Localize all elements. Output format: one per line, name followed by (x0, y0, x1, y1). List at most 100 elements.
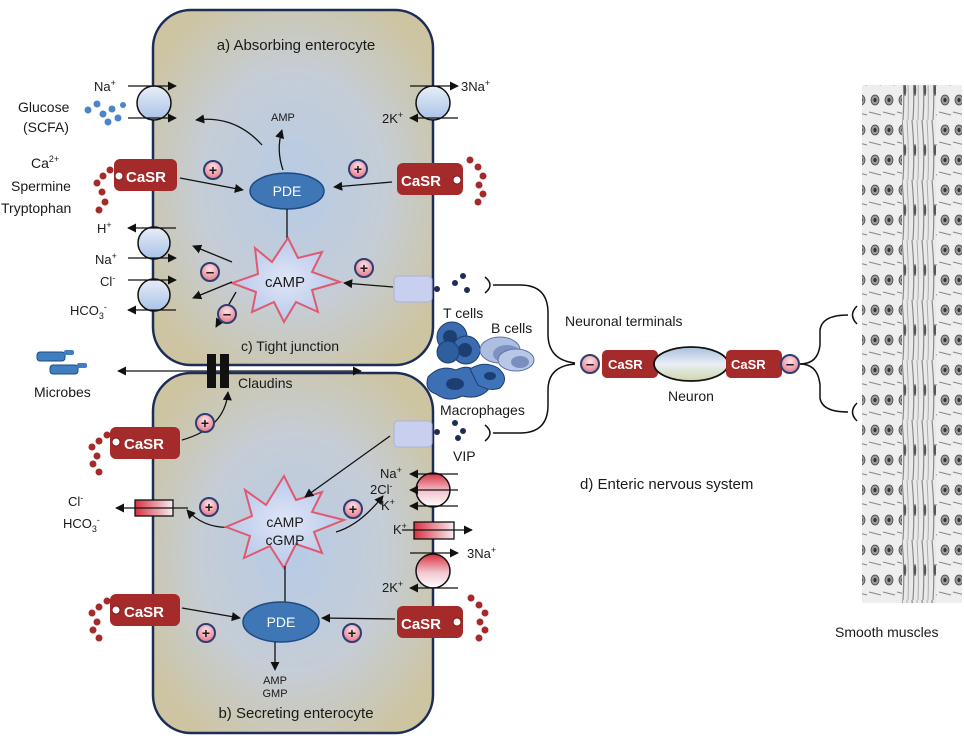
svg-text:Ca2+: Ca2+ (31, 154, 59, 171)
secreting-enterocyte (151, 371, 435, 735)
activation-sign-b1: + (195, 413, 215, 433)
na-k-pump-b (415, 553, 451, 589)
casr-neuron-right: CaSR (726, 350, 782, 378)
svg-text:+: + (348, 625, 356, 641)
svg-text:–: – (223, 306, 231, 323)
casr-receptor-b-left-bottom: CaSR (110, 594, 180, 626)
svg-text:cAMP: cAMP (265, 274, 305, 291)
scfa-label: (SCFA) (23, 119, 69, 135)
inhibition-sign-n2: – (780, 354, 800, 374)
svg-text:+: + (205, 499, 213, 515)
activation-sign-b3: + (343, 499, 363, 519)
vip-receptor-b (393, 420, 433, 448)
camp-cgmp-star-b (223, 473, 348, 571)
activation-sign-b4: + (196, 623, 216, 643)
svg-text:H+: H+ (97, 220, 112, 236)
claudins-label: Claudins (238, 375, 292, 391)
b-cells-label: B cells (491, 320, 532, 336)
activation-sign-a1: + (203, 160, 223, 180)
macrophages-label: Macrophages (440, 402, 525, 418)
inhibition-sign-n1: – (580, 354, 600, 374)
spermine-label: Spermine (11, 178, 71, 194)
absorbing-title: a) Absorbing enterocyte (217, 37, 375, 54)
ligand-dots-a-right (466, 156, 487, 206)
ligand-dots-a-left (93, 166, 114, 214)
b-cells-icon (479, 336, 535, 372)
activation-sign-a3: + (354, 258, 374, 278)
svg-text:+: + (360, 260, 368, 276)
svg-text:PDE: PDE (267, 614, 296, 630)
tight-junction-label: c) Tight junction (241, 338, 339, 354)
svg-text:2Cl-: 2Cl- (370, 481, 393, 497)
casr-receptor-a-left: CaSR (114, 159, 177, 191)
inhibition-sign-a2: – (217, 304, 237, 324)
svg-text:+: + (209, 162, 217, 178)
svg-text:–: – (586, 356, 594, 373)
svg-text:HCO3-: HCO3- (70, 302, 107, 321)
svg-text:CaSR: CaSR (126, 169, 166, 186)
ligand-dots-b-left-bottom (88, 597, 111, 642)
inhibition-sign-a1: – (200, 262, 220, 282)
vip-label: VIP (453, 448, 476, 464)
casr-receptor-a-right: CaSR (397, 163, 463, 195)
svg-text:–: – (786, 356, 794, 373)
svg-text:cGMP: cGMP (266, 532, 305, 548)
vip-dots-b (434, 420, 466, 441)
svg-text:CaSR: CaSR (124, 604, 164, 621)
glucose-label: Glucose (18, 99, 70, 115)
svg-text:K+: K+ (393, 521, 407, 537)
svg-text:+: + (202, 625, 210, 641)
neuronal-terminals-label: Neuronal terminals (565, 313, 683, 329)
svg-text:+: + (349, 501, 357, 517)
svg-text:HCO3-: HCO3- (63, 515, 100, 534)
svg-text:Na+: Na+ (95, 251, 117, 267)
svg-text:Cl-: Cl- (100, 273, 115, 289)
secreting-title: b) Secreting enterocyte (218, 705, 373, 722)
svg-text:CaSR: CaSR (608, 357, 643, 372)
svg-text:2K+: 2K+ (382, 110, 403, 126)
casr-neuron-left: CaSR (602, 350, 658, 378)
svg-text:CaSR: CaSR (401, 616, 441, 633)
microbes-label: Microbes (34, 384, 91, 400)
macrophages-icon (426, 363, 505, 400)
svg-text:cAMP: cAMP (266, 514, 303, 530)
svg-text:–: – (206, 264, 214, 281)
svg-text:PDE: PDE (273, 183, 302, 199)
activation-sign-b5: + (342, 623, 362, 643)
casr-receptor-b-left-top: CaSR (110, 427, 180, 459)
svg-text:CaSR: CaSR (124, 436, 164, 453)
glucose-molecules-icon (84, 100, 126, 126)
svg-text:K+: K+ (381, 497, 395, 513)
tryptophan-label: Tryptophan (1, 200, 71, 216)
cl-hco3-exchanger (137, 278, 171, 312)
svg-text:Na+: Na+ (94, 78, 116, 94)
gmp-label-b: GMP (262, 688, 287, 700)
t-cells-label: T cells (443, 305, 483, 321)
smooth-muscle-histology-image (862, 85, 962, 603)
enteric-nervous-system-label: d) Enteric nervous system (580, 476, 753, 493)
svg-text:3Na+: 3Na+ (461, 78, 490, 94)
svg-text:+: + (201, 415, 209, 431)
amp-label-a: AMP (271, 112, 295, 124)
svg-text:2K+: 2K+ (382, 579, 403, 595)
vip-receptor-a (393, 275, 433, 303)
svg-text:Cl-: Cl- (68, 493, 83, 509)
t-cells-icon (436, 321, 481, 365)
svg-text:Na+: Na+ (380, 465, 402, 481)
amp-label-b: AMP (263, 675, 287, 687)
neuron-label: Neuron (668, 388, 714, 404)
smooth-muscles-label: Smooth muscles (835, 624, 938, 640)
na-k-pump-a (415, 85, 451, 121)
camp-star-a (229, 236, 344, 325)
ligand-dots-b-right (467, 594, 489, 642)
svg-text:3Na+: 3Na+ (467, 545, 496, 561)
nhe-transporter (137, 226, 171, 260)
svg-text:+: + (354, 161, 362, 177)
pde-enzyme-b (242, 601, 320, 643)
activation-sign-a2: + (348, 159, 368, 179)
casr-receptor-b-right: CaSR (397, 606, 463, 638)
svg-text:CaSR: CaSR (731, 357, 766, 372)
vip-dots-a (434, 273, 470, 293)
activation-sign-b2: + (199, 497, 219, 517)
